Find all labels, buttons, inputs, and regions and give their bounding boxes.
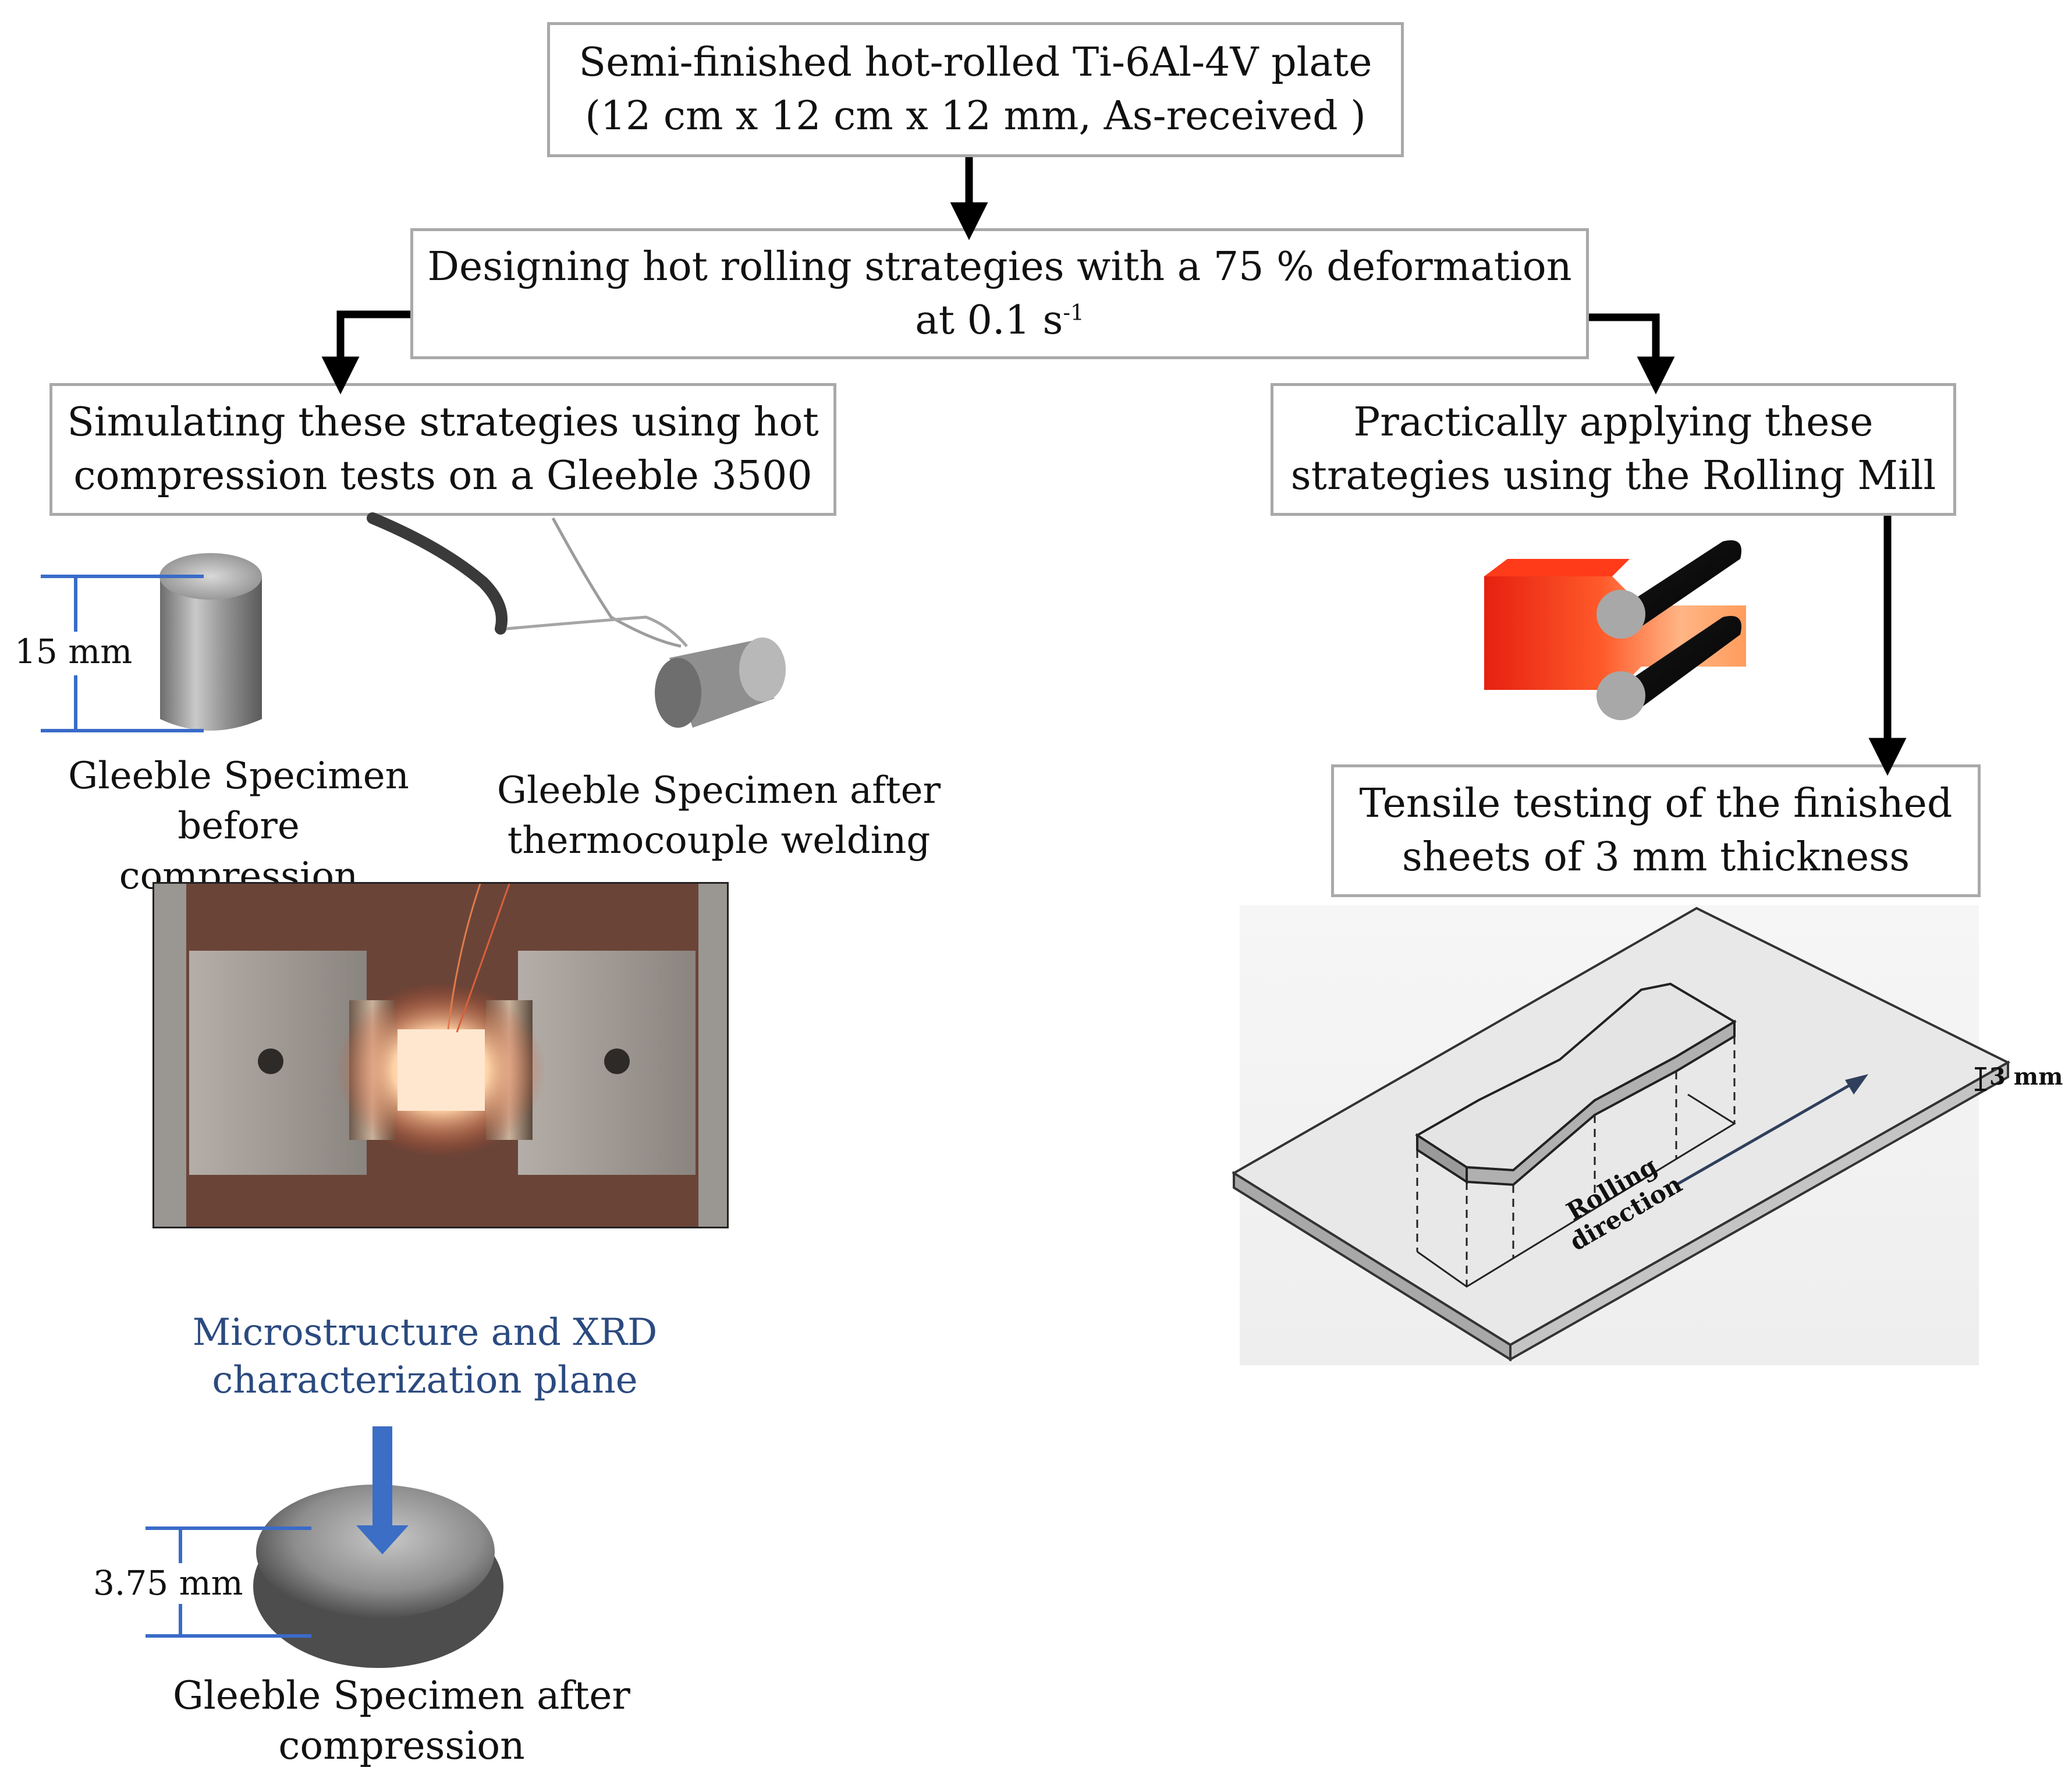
gleeble-hot-compression-photo <box>152 882 729 1228</box>
caption-thermo-line1: Gleeble Specimen after <box>496 769 941 812</box>
height-label-before: 15 mm <box>15 632 133 671</box>
caption-before-line1: Gleeble Specimen <box>68 755 409 798</box>
tensile-box-line1: Tensile testing of the finished <box>1359 781 1953 827</box>
arrow-design-to-simulate <box>321 310 410 395</box>
thermocouple-specimen-image <box>367 512 786 728</box>
practical-box-line2: strategies using the Rolling Mill <box>1290 453 1936 499</box>
simulate-box-gleeble: Simulating these strategies using hot co… <box>49 383 836 516</box>
rolling-mill-image <box>1484 540 1746 720</box>
rolled-sheet-image <box>1232 906 2011 1362</box>
sheet-background <box>1240 905 1979 1365</box>
design-box-rolling-strategies: Designing hot rolling strategies with a … <box>410 228 1589 359</box>
practical-box-line1: Practically applying these <box>1353 399 1874 445</box>
top-box-as-received-plate: Semi-finished hot-rolled Ti-6Al-4V plate… <box>547 22 1404 157</box>
caption-thermocouple-welding: Gleeble Specimen after thermocouple weld… <box>495 766 943 866</box>
top-box-line1: Semi-finished hot-rolled Ti-6Al-4V plate <box>579 40 1372 86</box>
design-box-line2-text: at 0.1 s <box>915 297 1063 343</box>
compressed-disk-image <box>253 1485 503 1668</box>
characterization-plane-arrow <box>356 1426 409 1554</box>
rolling-direction-arrow <box>1675 1074 1868 1186</box>
caption-micro-line2: characterization plane <box>212 1359 638 1402</box>
practical-box-rolling-mill: Practically applying these strategies us… <box>1271 383 1956 516</box>
caption-microstructure-plane: Microstructure and XRD characterization … <box>192 1309 658 1404</box>
caption-before-compression: Gleeble Specimen before compression <box>52 751 425 901</box>
tensile-box-testing: Tensile testing of the finished sheets o… <box>1331 764 1981 897</box>
design-box-line2: at 0.1 s-1 <box>915 294 1084 348</box>
design-box-line1: Designing hot rolling strategies with a … <box>427 243 1572 290</box>
top-box-line2: (12 cm x 12 cm x 12 mm, As-received ) <box>585 93 1366 139</box>
rolling-direction-label: Rolling direction <box>1551 1146 1687 1256</box>
design-box-line2-superscript: -1 <box>1063 299 1084 325</box>
caption-after-compression: Gleeble Specimen after compression <box>173 1673 630 1768</box>
sheet-thickness-marker <box>1975 1067 1986 1091</box>
caption-micro-line1: Microstructure and XRD <box>192 1311 658 1354</box>
arrow-design-to-practical <box>1589 313 1675 395</box>
simulate-box-line1: Simulating these strategies using hot <box>67 399 819 445</box>
cylinder-specimen-image <box>159 553 262 731</box>
tensile-box-line2: sheets of 3 mm thickness <box>1402 834 1910 880</box>
sheet-thickness-label: 3 mm <box>1989 1063 2063 1090</box>
height-label-after: 3.75 mm <box>93 1563 243 1603</box>
simulate-box-line2: compression tests on a Gleeble 3500 <box>73 453 813 499</box>
caption-thermo-line2: thermocouple welding <box>507 819 931 862</box>
gleeble-photo-drawing <box>154 884 727 1227</box>
